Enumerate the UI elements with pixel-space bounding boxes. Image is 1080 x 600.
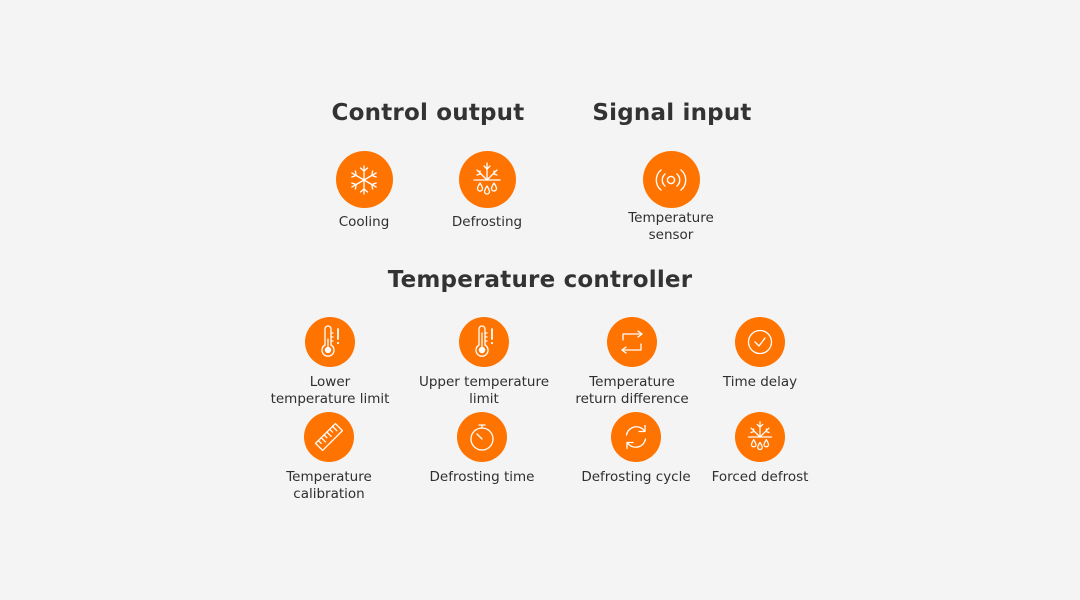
controller-time-delay: Time delay	[680, 317, 840, 391]
sensor-signal-icon	[642, 151, 700, 208]
controller-temperature-calibration: Temperature calibration	[249, 412, 409, 502]
item-label: Defrosting cycle	[581, 469, 691, 485]
item-label: Forced defrost	[711, 469, 809, 485]
signal-input-heading: Signal input	[592, 100, 752, 126]
controller-lower-temperature-limit: Lower temperature limit	[250, 317, 410, 407]
controller-forced-defrost: Forced defrost	[680, 412, 840, 486]
item-label: Defrosting	[451, 214, 523, 230]
ruler-icon	[304, 412, 354, 462]
controller-upper-temperature-limit: Upper temperature limit	[404, 317, 564, 407]
temperature-controller-heading: Temperature controller	[387, 267, 693, 293]
thermometer-low-alert-icon	[305, 317, 355, 367]
stopwatch-icon	[457, 412, 507, 462]
controller-defrosting-time: Defrosting time	[402, 412, 562, 486]
item-label: Upper temperature limit	[418, 374, 550, 407]
item-label: Temperature return difference	[575, 374, 689, 407]
cycle-arrows-icon	[611, 412, 661, 462]
forced-defrost-icon	[735, 412, 785, 462]
control-output-heading: Control output	[331, 100, 525, 126]
item-label: Temperature sensor	[628, 210, 714, 243]
snowflake-icon	[335, 151, 393, 208]
item-label: Defrosting time	[429, 469, 535, 485]
clock-icon	[735, 317, 785, 367]
signal-input-temperature-sensor: Temperature sensor	[591, 151, 751, 243]
return-arrows-icon	[607, 317, 657, 367]
item-label: Cooling	[338, 214, 390, 230]
controller-defrosting-cycle: Defrosting cycle	[556, 412, 716, 486]
item-label: Temperature calibration	[286, 469, 372, 502]
controller-temperature-return-difference: Temperature return difference	[552, 317, 712, 407]
item-label: Time delay	[722, 374, 798, 390]
control-output-cooling: Cooling	[284, 151, 444, 231]
thermometer-high-alert-icon	[459, 317, 509, 367]
item-label: Lower temperature limit	[270, 374, 390, 407]
control-output-defrosting: Defrosting	[407, 151, 567, 231]
defrost-icon	[458, 151, 516, 208]
